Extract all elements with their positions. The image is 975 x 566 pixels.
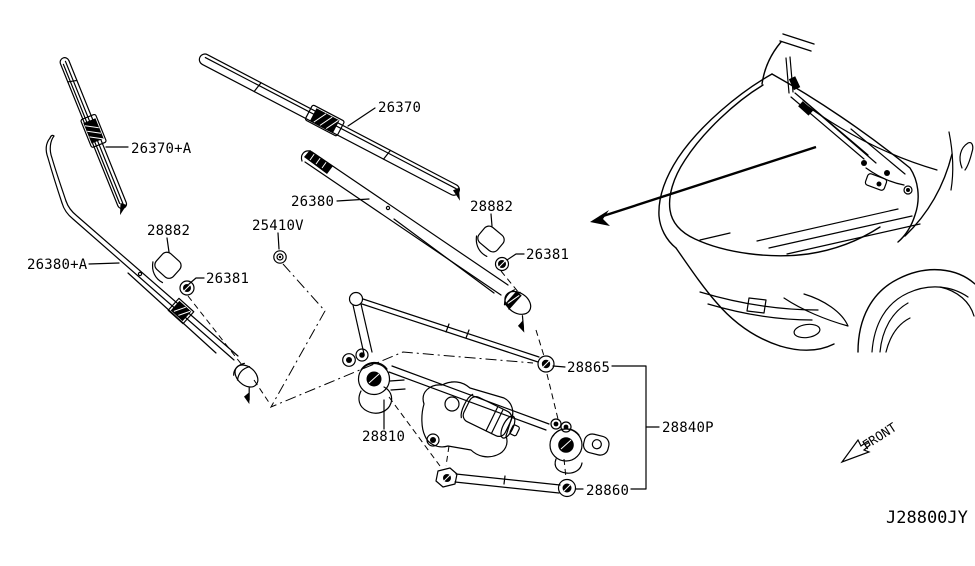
part-label-28882-right: 28882: [470, 199, 513, 215]
link-rod-lower-28860: [436, 468, 576, 497]
diagram-code: J28800JY: [886, 508, 968, 528]
label-leader-lines: [89, 108, 659, 489]
wiper-linkage-assembly: [343, 293, 611, 497]
part-label-26380a: 26380+A: [27, 257, 88, 273]
part-label-26381-left: 26381: [206, 271, 249, 287]
assembly-dash-lines: [188, 264, 566, 478]
link-rod-upper-28865: [350, 293, 555, 373]
right-pivot-assembly: [550, 419, 611, 473]
cowl-wiper-sketch: [786, 57, 937, 194]
part-label-25410v: 25410V: [252, 218, 304, 234]
wiper-arm-assist-drawing: [46, 135, 268, 405]
pivot-nut-left: [180, 281, 194, 295]
blade-tip: [119, 203, 127, 216]
pivot-grommet: [274, 251, 286, 263]
arm-pivot-end: [494, 287, 541, 333]
part-labels: 26370 26370+A 26380 26380+A 28882 25410V…: [27, 100, 714, 499]
fog-lamp: [793, 323, 821, 339]
pivot-nut-right: [496, 258, 509, 271]
side-mirror: [960, 143, 973, 170]
part-label-28810: 28810: [362, 429, 405, 445]
wiper-blade-driver-drawing: [197, 48, 468, 201]
arm-hole: [138, 272, 141, 275]
part-label-28882-left: 28882: [147, 223, 190, 239]
part-label-26370: 26370: [378, 100, 421, 116]
linkage-frame: [389, 372, 546, 430]
blade-tip: [452, 187, 460, 201]
wiper-blade-assist-drawing: [57, 55, 134, 216]
locator-arrow-shaft: [600, 147, 816, 217]
wiper-arm-driver-drawing: [301, 150, 541, 333]
vehicle-overview-drawing: [590, 34, 975, 352]
pivot-cap-left: [146, 248, 183, 285]
wiper-motor: [422, 382, 524, 457]
license-plate: [747, 298, 766, 313]
arm-pivot-end: [224, 361, 268, 405]
front-arrow-icon: [842, 440, 870, 462]
pivot-cap-right: [470, 223, 506, 259]
part-label-26370a: 26370+A: [131, 141, 192, 157]
locator-arrow-head: [590, 210, 610, 226]
part-label-26381-right: 26381: [526, 247, 569, 263]
part-label-28865: 28865: [567, 360, 610, 376]
part-label-28860: 28860: [586, 483, 629, 499]
part-label-26380: 26380: [291, 194, 334, 210]
left-pivot-assembly: [343, 349, 405, 413]
part-label-28840p: 28840P: [662, 420, 714, 436]
arm-hole: [386, 206, 389, 209]
